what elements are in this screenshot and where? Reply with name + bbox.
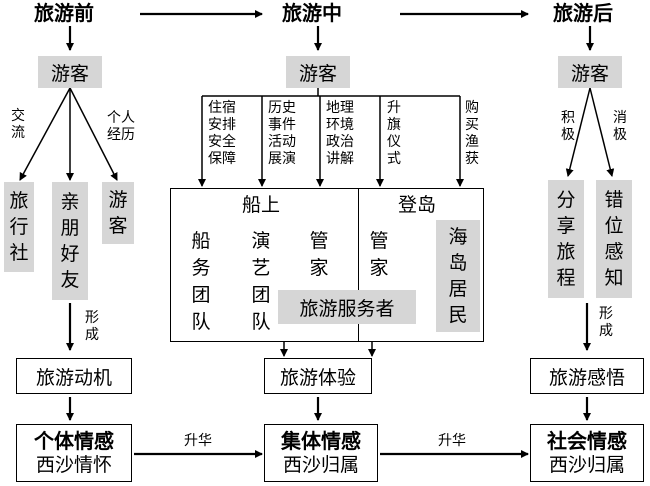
arrow-to-share <box>565 87 591 177</box>
node-social-emotion: 社会情感 西沙归属 <box>530 424 644 482</box>
collective-emotion-title: 集体情感 <box>281 429 361 453</box>
phase-during: 旅游中 <box>282 1 342 25</box>
edge-label-negative: 消极 <box>613 110 627 143</box>
individual-emotion-title: 个体情感 <box>34 429 114 453</box>
edge-label-geography: 地理环境政治讲解 <box>326 100 354 167</box>
ship-steward: 管家 <box>309 230 329 279</box>
node-travel-insight: 旅游感悟 <box>530 358 644 394</box>
ship-performance-team: 演艺团队 <box>251 230 271 333</box>
edge-label-fish: 购买渔获 <box>465 100 479 167</box>
tourist-during: 游客 <box>286 56 350 88</box>
edge-label-sublimation-2: 升华 <box>438 433 466 449</box>
collective-emotion-sub: 西沙归属 <box>282 454 359 476</box>
arrow-to-agency <box>19 87 71 181</box>
island-steward: 管家 <box>369 230 389 279</box>
edge-label-history: 历史事件活动展演 <box>268 100 296 167</box>
phase-after: 旅游后 <box>553 1 613 25</box>
node-friends: 亲朋好友 <box>52 182 88 300</box>
node-service-providers: 旅游服务者 <box>278 290 416 324</box>
edge-label-positive: 积极 <box>561 110 575 143</box>
edge-label-form-after: 形成 <box>599 306 613 339</box>
social-emotion-title: 社会情感 <box>547 429 627 453</box>
social-emotion-sub: 西沙归属 <box>548 454 625 476</box>
edge-label-flag: 升旗仪式 <box>387 100 401 167</box>
node-travel-experience: 旅游体验 <box>264 358 372 394</box>
individual-emotion-sub: 西沙情怀 <box>35 454 112 476</box>
edge-label-sublimation-1: 升华 <box>184 433 212 449</box>
edge-label-lodging: 住宿安排安全保障 <box>208 100 236 167</box>
node-individual-emotion: 个体情感 西沙情怀 <box>16 424 132 482</box>
ship-crew-team: 船务团队 <box>191 230 211 333</box>
phase-before: 旅游前 <box>34 1 94 25</box>
node-mismatch-perception: 错位感知 <box>596 180 632 298</box>
tourist-after: 游客 <box>558 56 622 88</box>
tourist-before: 游客 <box>38 56 102 88</box>
ship-title: 船上 <box>242 194 281 216</box>
arrow-to-mismatch <box>589 87 615 177</box>
node-tourist-self: 游客 <box>102 182 134 244</box>
node-collective-emotion: 集体情感 西沙归属 <box>264 424 378 482</box>
arrow-to-tourist <box>69 87 118 181</box>
node-travel-motivation: 旅游动机 <box>16 358 132 394</box>
edge-label-personal: 个人经历 <box>107 110 135 143</box>
node-island-residents: 海岛居民 <box>436 220 480 332</box>
edge-label-form-before: 形成 <box>85 310 99 343</box>
edge-label-exchange: 交流 <box>11 108 25 141</box>
node-share-journey: 分享旅程 <box>548 180 584 298</box>
island-title: 登岛 <box>398 194 437 216</box>
node-travel-agency: 旅行社 <box>4 182 34 272</box>
